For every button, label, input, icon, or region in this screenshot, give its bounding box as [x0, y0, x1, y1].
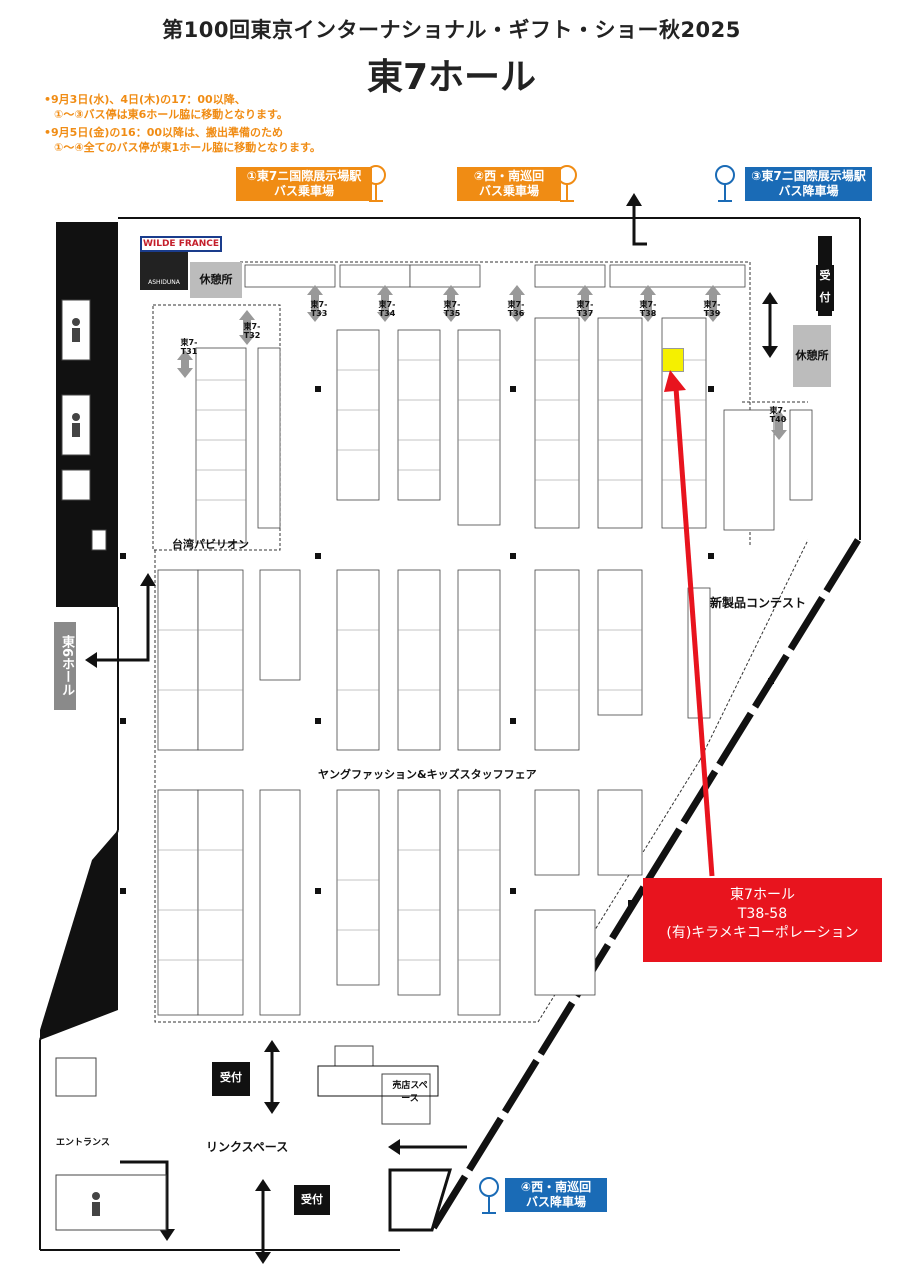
- notice-line-1: •9月3日(水)、4日(木)の17：00以降、: [44, 93, 246, 106]
- booth-code-t32: 東7-T32: [243, 322, 261, 340]
- bus-pin-icon: [366, 165, 577, 202]
- booth-code-t38: 東7-T38: [639, 300, 657, 318]
- bus-stop-1-line-2: バス乗車場: [273, 184, 334, 198]
- young-fashion-label: ヤングファッション&キッズスタッフフェア: [318, 768, 537, 781]
- booth-code-t35: 東7-T35: [443, 300, 461, 318]
- highlighted-booth-t38-58[interactable]: [662, 348, 684, 372]
- bus-stop-3-line-2: バス降車場: [778, 184, 839, 198]
- bus-stop-3-label: ③東7ニ国際展示場駅 バス降車場: [745, 167, 872, 201]
- wilde-france-logo: WILDE FRANCE: [140, 236, 222, 252]
- notice-line-4: ①～④全てのバス停が東1ホール脇に移動となります。: [54, 141, 321, 154]
- reception-right: 受付: [816, 265, 834, 311]
- location-callout: 東7ホール T38-58 (有)キラメキコーポレーション: [643, 878, 882, 962]
- rest-area-right: 休憩所: [793, 325, 831, 387]
- link-space-label: リンクスペース: [206, 1140, 289, 1154]
- shop-space-label: 売店スペース: [392, 1081, 428, 1104]
- callout-company-name: (有)キラメキコーポレーション: [666, 925, 859, 941]
- callout-booth-number: T38-58: [737, 906, 788, 922]
- bus-stop-4-label: ④西・南巡回 バス降車場: [505, 1178, 607, 1212]
- reception-right-text: 受付: [819, 269, 831, 304]
- taiwan-pavilion-label: 台湾パビリオン: [172, 538, 249, 551]
- bus-pin-icon-blue: [479, 165, 735, 1214]
- bus-stop-2-line-2: バス乗車場: [478, 184, 539, 198]
- ashiduna-logo: ASHIDUNA: [140, 252, 188, 290]
- page-title: 東7ホール: [366, 57, 537, 98]
- bus-stop-2-line-1: ②西・南巡回: [473, 169, 545, 183]
- bus-stop-1-label: ①東7ニ国際展示場駅 バス乗車場: [236, 167, 372, 201]
- bus-stop-4-line-2: バス降車場: [525, 1195, 586, 1209]
- reception-bottom-left: 受付: [220, 1071, 242, 1084]
- booth-code-t31: 東7-T31: [180, 338, 198, 356]
- bus-stop-2-label: ②西・南巡回 バス乗車場: [457, 167, 561, 201]
- page-subtitle: 第100回東京インターナショナル・ギフト・ショー秋2025: [162, 18, 741, 42]
- bus-stop-3-line-1: ③東7ニ国際展示場駅: [751, 169, 866, 183]
- rest-area-top: 休憩所: [190, 262, 242, 298]
- booth-code-t39: 東7-T39: [703, 300, 721, 318]
- notice-line-2: ①～③バス停は東6ホール脇に移動となります。: [54, 108, 288, 121]
- bus-stop-1-line-1: ①東7ニ国際展示場駅: [246, 169, 362, 183]
- booth-code-t33: 東7-T33: [310, 300, 328, 318]
- callout-hall: 東7ホール: [730, 887, 795, 903]
- reception-bottom: 受付: [301, 1193, 323, 1206]
- booth-code-t34: 東7-T34: [378, 300, 396, 318]
- new-product-contest-label: 新製品コンテスト: [710, 596, 807, 610]
- booth-code-t40: 東7-T40: [769, 406, 787, 424]
- booth-code-t36: 東7-T36: [507, 300, 525, 318]
- hall-6-label: 東6ホール: [54, 622, 76, 710]
- entrance-label: エントランス: [56, 1138, 110, 1148]
- notice-line-3: •9月5日(金)の16：00以降は、搬出準備のため: [44, 126, 284, 139]
- bus-stop-4-line-1: ④西・南巡回: [520, 1180, 592, 1194]
- booth-code-t37: 東7-T37: [576, 300, 594, 318]
